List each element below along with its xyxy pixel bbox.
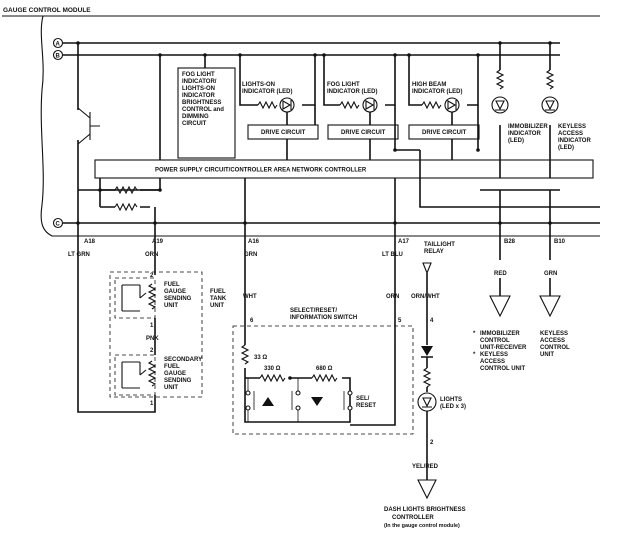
svg-text:IMMOBILIZER INDICATOR: IMMOBILIZER INDICATOR (LED) — [508, 124, 549, 144]
pin-a16: A16 — [248, 239, 260, 245]
pin-a18: A18 — [84, 239, 96, 245]
drive-circuit-2-label: DRIVE CIRCUIT — [341, 130, 386, 136]
arrow-up-icon — [262, 397, 274, 406]
svg-text:KEYLESS ACCESS IND: KEYLESS ACCESS INDICATOR (LED) — [558, 124, 592, 151]
switch-up — [245, 378, 274, 422]
switch-sel-reset: SEL/ RESET — [343, 390, 376, 411]
fog-light-brightness-block — [177, 67, 236, 159]
select-reset-switch — [232, 325, 414, 435]
wire-grn: GRN — [244, 252, 257, 258]
bus-a-label: A — [56, 42, 61, 48]
wire-yel-red: YEL/RED — [412, 464, 439, 470]
keyless-indicator: KEYLESS ACCESS INDICATOR (LED) — [541, 43, 592, 260]
svg-text:FOG LIGHT INDICATOR (LED: FOG LIGHT INDICATOR (LED) — [327, 82, 377, 95]
wire-orn-wht: ORN/WHT — [411, 294, 440, 300]
drive-circuit-2 — [327, 124, 399, 140]
svg-text:HIGH BEAM INDICATOR (LED: HIGH BEAM INDICATOR (LED) — [412, 82, 462, 95]
module-outline — [2, 15, 600, 237]
power-supply-block — [94, 159, 594, 179]
resistor-680: 680 Ω — [316, 366, 333, 372]
wire-lt-grn: LT GRN — [68, 252, 90, 258]
wire-orn-switch: ORN — [386, 294, 399, 300]
fuel-gauge-sending-unit: 2 FUEL GAUGE SENDING UNIT 1 — [114, 273, 193, 329]
power-supply-label: POWER SUPPLY CIRCUIT/CONTROLLER AREA NET… — [155, 168, 367, 174]
bus-c-label: C — [56, 222, 61, 228]
pin-2-lights: 2 — [430, 440, 434, 446]
dash-brightness-controller: DASH LIGHTS BRIGHTNESS CONTROLLER (In th… — [384, 507, 467, 529]
pin-b28: B28 — [504, 239, 516, 245]
svg-text:SEL/ RESET: SEL/ RESET — [356, 396, 376, 409]
lights-on-indicator: LIGHTS-ON INDICATOR (LED) DRIVE CIRCUIT — [239, 55, 319, 160]
lights-led: LIGHTS (LED x 3) — [417, 392, 466, 412]
bus-b-label: B — [56, 54, 61, 60]
taillight-relay: TAILLIGHT RELAY — [422, 242, 457, 345]
resistor-330: 330 Ω — [264, 366, 281, 372]
immobilizer-indicator: IMMOBILIZER INDICATOR (LED) — [491, 43, 549, 260]
bus-a: A — [52, 37, 560, 49]
fog-light-indicator: FOG LIGHT INDICATOR (LED) DRIVE CIRCUIT — [323, 55, 420, 160]
fog-light-brightness-label: FOG LIGHT INDICATOR/ LIGHTS-ON INDICATOR… — [182, 72, 226, 127]
wire-lt-blu: LT BLU — [382, 252, 403, 258]
drive-circuit-3 — [408, 124, 480, 140]
drive-circuit-1-label: DRIVE CIRCUIT — [261, 130, 306, 136]
pin-4: 4 — [430, 318, 434, 324]
svg-text:LIGHTS (LED x 3): LIGHTS (LED x 3) — [440, 397, 466, 410]
module-title: GAUGE CONTROL MODULE — [3, 7, 91, 14]
pin-a17: A17 — [398, 239, 410, 245]
bus-b: B — [52, 49, 560, 61]
wire-orn: ORN — [145, 252, 158, 258]
pin-b10: B10 — [554, 239, 566, 245]
wire-wht: WHT — [243, 294, 257, 300]
switch-down — [291, 378, 323, 422]
resistor-pair — [98, 178, 162, 212]
wire-pnk: PNK — [146, 336, 159, 342]
svg-text:SECONDARY FUEL GAU: SECONDARY FUEL GAUGE SENDING UNIT — [164, 357, 204, 391]
wire-grn-b10: GRN — [544, 271, 557, 277]
drive-circuit-1 — [247, 124, 319, 140]
wire-red: RED — [494, 271, 507, 277]
keyless-unit-label: KEYLESS ACCESS CONTROL UNIT — [540, 331, 571, 358]
pin-6: 6 — [250, 318, 254, 324]
high-beam-indicator: HIGH BEAM INDICATOR (LED) DRIVE CIRCUIT — [408, 55, 480, 160]
pin-5: 5 — [398, 318, 402, 324]
svg-text:LIGHTS-ON INDICATOR (LED: LIGHTS-ON INDICATOR (LED) — [242, 82, 292, 95]
pin-1-fuel: 1 — [150, 323, 154, 329]
bus-c: C — [52, 217, 600, 229]
pin-2-secondary: 2 — [150, 348, 154, 354]
svg-text:TAILLIGHT RELAY: TAILLIGHT RELAY — [424, 242, 457, 255]
fuel-tank-unit-label: FUEL TANK UNIT — [210, 289, 228, 309]
resistor-33: 33 Ω — [254, 355, 267, 361]
svg-text:DASH LIGHTS BRIGHTNESS C: DASH LIGHTS BRIGHTNESS CONTROLLER (In th… — [384, 507, 467, 529]
pin-a19: A19 — [152, 239, 164, 245]
asterisk-2: * — [473, 352, 476, 358]
arrow-down-icon — [311, 397, 323, 406]
select-reset-switch-label: SELECT/RESET/ INFORMATION SWITCH — [290, 308, 357, 321]
secondary-fuel-gauge-sending-unit: 2 SECONDARY FUEL GAUGE SENDING UNIT 1 — [114, 348, 204, 407]
pin-2-fuel: 2 — [150, 273, 154, 279]
immobilizer-unit-label: IMMOBILIZER CONTROL UNIT-RECEIVER KEYLES… — [480, 331, 528, 372]
pin-1-secondary: 1 — [150, 401, 154, 407]
svg-text:FUEL GAUGE SENDING: FUEL GAUGE SENDING UNIT — [164, 282, 193, 309]
asterisk-1: * — [473, 331, 476, 337]
drive-circuit-3-label: DRIVE CIRCUIT — [422, 130, 467, 136]
